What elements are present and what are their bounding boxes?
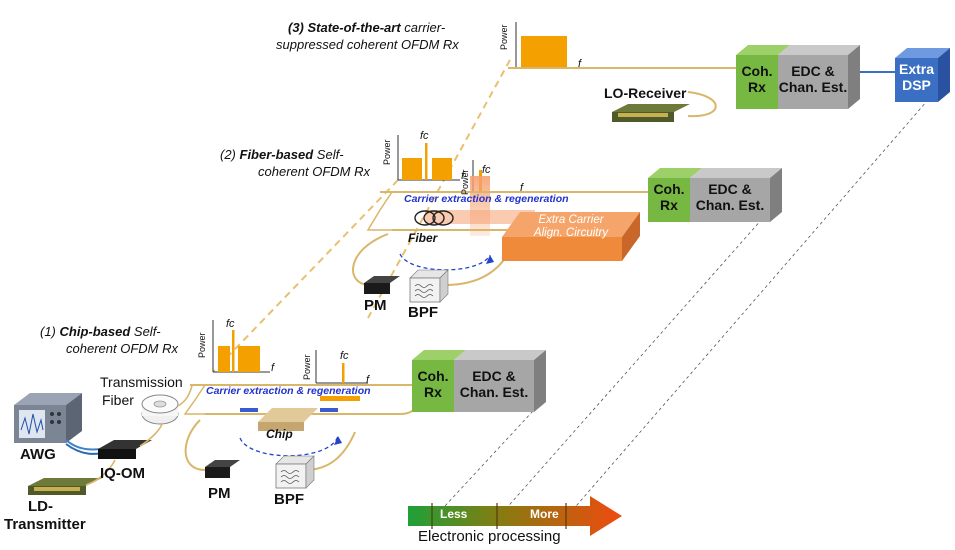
transmission-fiber-label-1: Transmission [100, 374, 183, 390]
coh-rx-label-2: Coh.Rx [653, 181, 685, 214]
fiber-loop-right-2 [444, 249, 511, 286]
freq-label-3: f [578, 58, 582, 70]
spectrum-block-3 [521, 36, 567, 68]
edc-block-3 [778, 45, 860, 109]
carrier-label-1b: fc [340, 350, 349, 362]
caption-3-line1: (3) State-of-the-art carrier- [288, 20, 446, 35]
chip-device [240, 408, 338, 431]
transmission-fiber-label-2: Fiber [102, 392, 134, 408]
coh-rx-block-3 [736, 45, 790, 109]
lo-receiver-label: LO-Receiver [604, 85, 687, 101]
fiber-coil [414, 210, 454, 226]
coh-rx-label-3: Coh.Rx [741, 63, 773, 96]
freq-label-1b: f [366, 374, 370, 386]
caption-2-line2: coherent OFDM Rx [258, 164, 370, 179]
coh-rx-label-1: Coh.Rx [417, 368, 449, 401]
iq-om-label: IQ-OM [100, 465, 145, 482]
caption-2-line1: (2) Fiber-based Self- [220, 147, 344, 162]
carrier-extraction-label-1: Carrier extraction & regeneration [206, 385, 371, 397]
carrier-label-2: fc [420, 130, 429, 142]
edc-block-1 [454, 350, 546, 412]
leader-line-2 [212, 179, 399, 373]
power-axis-label-3: Power [499, 24, 509, 50]
caption-1-line2: coherent OFDM Rx [66, 341, 178, 356]
bpf-label-1: BPF [274, 491, 304, 508]
pm-device-1 [205, 460, 240, 478]
processing-arrow [408, 496, 622, 536]
ld-transmitter-module [28, 478, 102, 495]
loop-arrow-2 [399, 253, 491, 271]
edc-label-3: EDC &Chan. Est. [778, 63, 848, 96]
coh-rx-block-1 [412, 350, 466, 412]
lo-fiber [687, 91, 717, 118]
bpf-label-2: BPF [408, 304, 438, 321]
caption-1-line1: (1) Chip-based Self- [40, 324, 161, 339]
diag-line-3 [563, 85, 941, 521]
carrier-label-2b: fc [482, 164, 491, 176]
bpf-device-2 [409, 269, 449, 303]
electronic-processing-label: Electronic processing [418, 528, 561, 545]
bpf-device-1 [275, 455, 315, 489]
pm-device-2 [364, 276, 400, 294]
loop-arrow-1 [239, 435, 339, 457]
power-axis-label-1b: Power [302, 354, 312, 380]
chip-label: Chip [266, 427, 293, 441]
fiber-spool [141, 394, 179, 425]
spectrum-level2 [397, 135, 460, 181]
power-axis-label-2b: Power [460, 169, 470, 195]
spectrum-level3 [515, 22, 578, 69]
awg-instrument [14, 393, 82, 443]
extra-dsp-block [895, 48, 950, 102]
carrier-label-1: fc [226, 318, 235, 330]
iq-om-device [98, 440, 152, 459]
freq-label-2b: f [520, 182, 524, 194]
fiber-label: Fiber [408, 231, 438, 245]
freq-label-2: f [461, 170, 465, 182]
ld-transmitter-label-1: LD- [28, 498, 53, 515]
scale-more-label: More [530, 507, 559, 521]
caption-3-line2: suppressed coherent OFDM Rx [276, 37, 459, 52]
freq-label-1: f [271, 362, 275, 374]
scale-less-label: Less [440, 507, 468, 521]
coh-rx-block-2 [648, 168, 702, 222]
leader-line-3 [367, 59, 511, 319]
fiber-loop-left-1 [184, 419, 206, 471]
edc-block-2 [690, 168, 782, 222]
pm-label-2: PM [364, 297, 387, 314]
lo-receiver-module [612, 104, 690, 122]
edc-label-2: EDC &Chan. Est. [695, 181, 765, 214]
spectrum-level1 [212, 320, 270, 373]
awg-label: AWG [20, 446, 56, 463]
power-axis-label-2: Power [382, 139, 392, 165]
extra-carrier-block [502, 212, 640, 261]
carrier-extraction-label-2: Carrier extraction & regeneration [404, 193, 569, 205]
carrier-bar-1 [320, 396, 360, 401]
diag-line-1 [431, 397, 546, 521]
ld-transmitter-label-2: Transmitter [4, 516, 86, 533]
spectrum-level1-inline [315, 350, 368, 384]
carrier-glow-vertical [470, 176, 490, 236]
fiber-loop-left-2 [352, 233, 389, 286]
power-axis-label-1: Power [197, 332, 207, 358]
pm-label-1: PM [208, 485, 231, 502]
diag-line-2 [495, 209, 771, 521]
edc-label-1: EDC &Chan. Est. [459, 368, 529, 401]
